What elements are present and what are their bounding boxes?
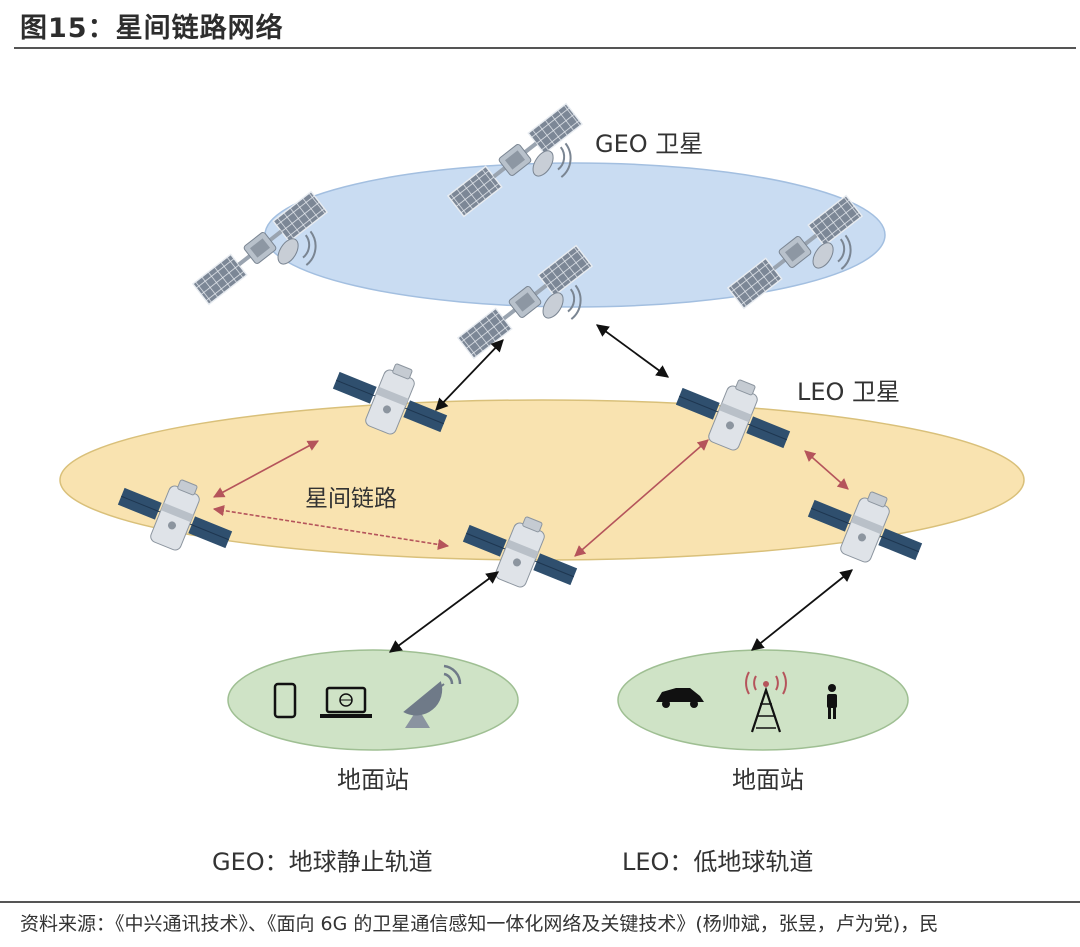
dish-antenna-icon [403, 664, 462, 728]
source-note: 资料来源：《中兴通讯技术》、《面向 6G 的卫星通信感知一体化网络及关键技术》(… [20, 913, 939, 935]
geo-leo-link [435, 339, 504, 411]
cell-tower-icon [745, 671, 787, 733]
title-rule [14, 47, 1076, 49]
car-icon [656, 688, 704, 708]
satellite-network-diagram: GEO 卫星 LEO 卫星 星间链路 地面站 地面站 GEO：地球静止轨道 LE… [59, 102, 1025, 876]
geo-orbit [264, 162, 886, 308]
leo-legend: LEO：低地球轨道 [622, 848, 813, 876]
inter-satellite-link [574, 439, 709, 557]
geo-leo-link [595, 324, 670, 378]
person-icon [827, 684, 837, 719]
phone-icon [273, 682, 297, 719]
ground-station-right-label: 地面站 [732, 766, 804, 794]
ground-station-left [227, 649, 519, 751]
geo-satellite-label: GEO 卫星 [595, 130, 703, 158]
inter-satellite-link [213, 440, 319, 498]
laptop-icon [320, 686, 372, 718]
inter-satellite-link [804, 450, 849, 490]
leo-ground-link [388, 571, 500, 653]
leo-satellite-label: LEO 卫星 [797, 378, 900, 406]
geo-legend: GEO：地球静止轨道 [212, 848, 433, 876]
source-rule [0, 901, 1080, 903]
inter-satellite-link-label: 星间链路 [305, 486, 397, 512]
inter-satellite-link [212, 505, 450, 550]
ground-station-left-label: 地面站 [337, 766, 409, 794]
leo-ground-link [751, 569, 853, 651]
figure-title: 图15：星间链路网络 [20, 13, 284, 44]
